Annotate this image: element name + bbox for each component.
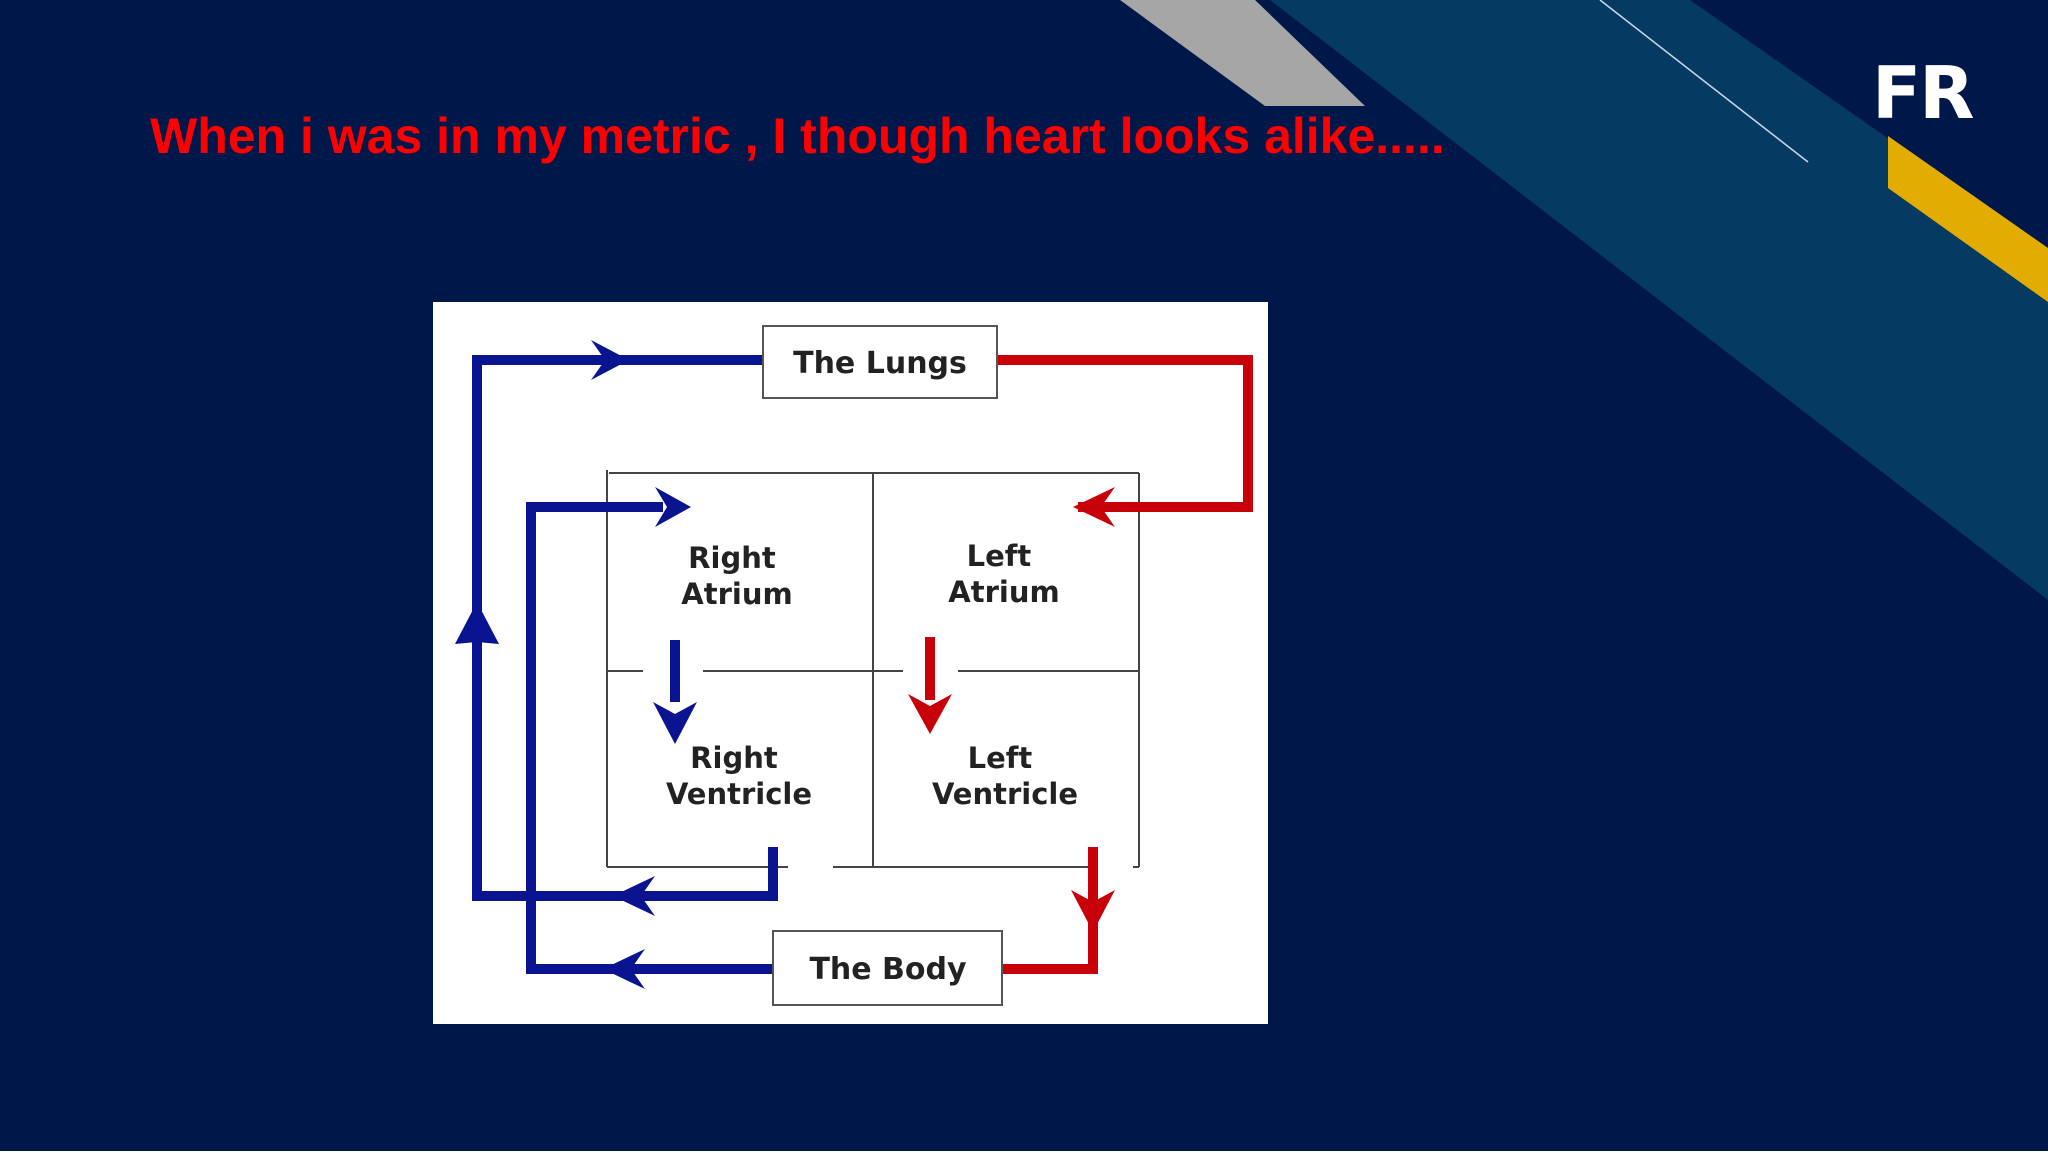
arrow-head-down-rv <box>653 702 697 744</box>
lungs-label: The Lungs <box>793 346 967 381</box>
heart-circulation-diagram: The Lungs The Body Right Atrium Left Atr… <box>433 302 1268 1024</box>
bottom-strip <box>0 1151 2048 1153</box>
oxygenated-arrowheads <box>908 487 1115 932</box>
arrow-head-up <box>455 602 499 644</box>
arrow-head-left-upper <box>613 876 655 916</box>
slide-title: When i was in my metric , I though heart… <box>150 108 1445 164</box>
body-box <box>772 930 1003 1006</box>
arrow-head-down-aorta <box>1071 890 1115 932</box>
arrow-head-right-lungs <box>591 340 629 380</box>
arrow-head-down-lv <box>908 694 952 734</box>
aorta-to-body-path <box>1003 847 1098 974</box>
heart-chamber-grid <box>606 470 1140 868</box>
deoxygenated-arrowheads <box>455 340 697 989</box>
lungs-box <box>762 325 998 399</box>
gold-stripe <box>1888 136 2048 302</box>
teal-stripe <box>1270 0 2048 600</box>
lungs-to-left-atrium-path <box>997 355 1253 512</box>
right-atrium-label: Right Atrium <box>681 541 792 611</box>
arrow-head-right-atrium <box>655 487 691 527</box>
deoxygenated-flow <box>472 355 808 974</box>
logo-fr: FR <box>1872 51 1975 135</box>
arrow-head-left-lower <box>603 949 645 989</box>
gray-stripe <box>1120 0 1365 106</box>
right-ventricle-to-lungs-path <box>526 502 808 974</box>
arrow-head-left-left-atrium <box>1073 487 1115 527</box>
body-label: The Body <box>809 952 967 987</box>
left-atrium-label: Left Atrium <box>948 539 1059 609</box>
thin-line <box>1599 0 1809 163</box>
oxygenated-flow <box>925 355 1253 974</box>
right-ventricle-label: Right Ventricle <box>666 741 812 811</box>
vena-cava-to-right-atrium-path <box>472 355 778 901</box>
left-ventricle-label: Left Ventricle <box>932 741 1078 811</box>
